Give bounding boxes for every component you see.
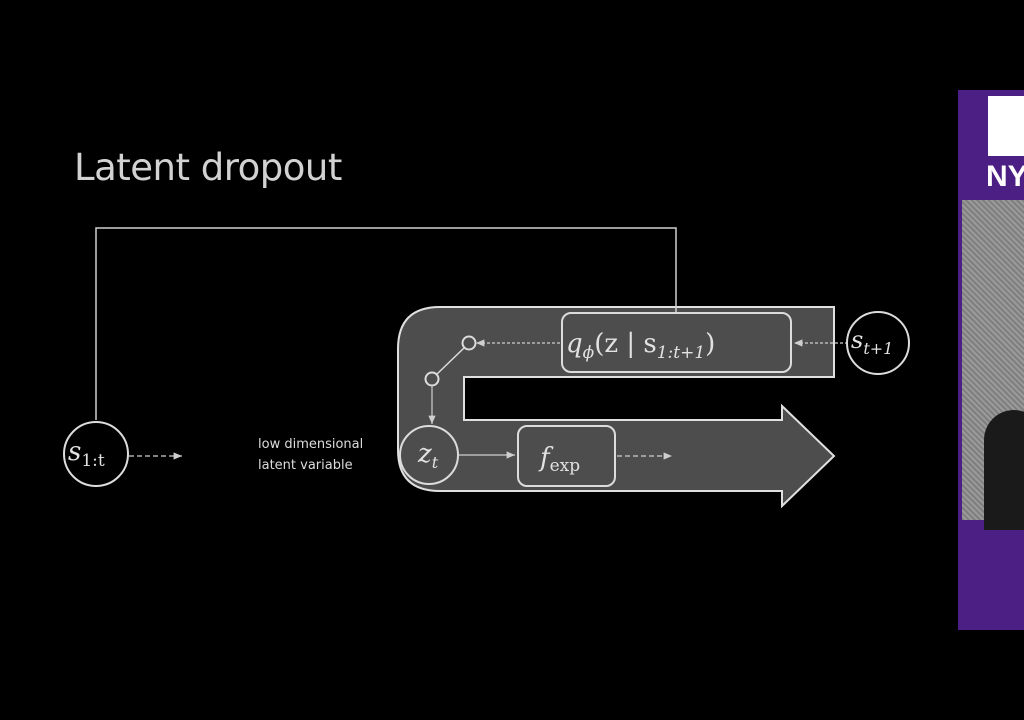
- nyu-torch-logo-icon: [988, 96, 1024, 156]
- q-phi-label: qϕ(z | s1:t+1): [566, 329, 715, 363]
- node-zt: [399, 425, 459, 485]
- speaker-silhouette: [984, 410, 1024, 530]
- dropout-switch-bottom: [424, 371, 440, 387]
- speaker-video-feed: [962, 200, 1024, 530]
- q-phi-box: [561, 312, 792, 373]
- dropout-switch-top: [461, 335, 477, 351]
- node-st1: [846, 311, 910, 375]
- node-s1t: [63, 421, 129, 487]
- dropout-switch-link: [436, 347, 465, 375]
- annotation-line-2: latent variable: [258, 458, 353, 473]
- nyu-logo-text: NYU: [986, 160, 1024, 193]
- annotation-line-1: low dimensional: [258, 437, 363, 452]
- node-st1-label: st+1: [851, 326, 893, 358]
- slide-title: Latent dropout: [74, 146, 342, 189]
- node-zt-label: zt: [417, 439, 439, 472]
- connector-line-s1t-to-q: [95, 227, 677, 420]
- side-panel-video: NYU: [958, 90, 1024, 630]
- f-exp-box: [517, 425, 616, 487]
- node-s1t-label: s1:t: [68, 437, 105, 471]
